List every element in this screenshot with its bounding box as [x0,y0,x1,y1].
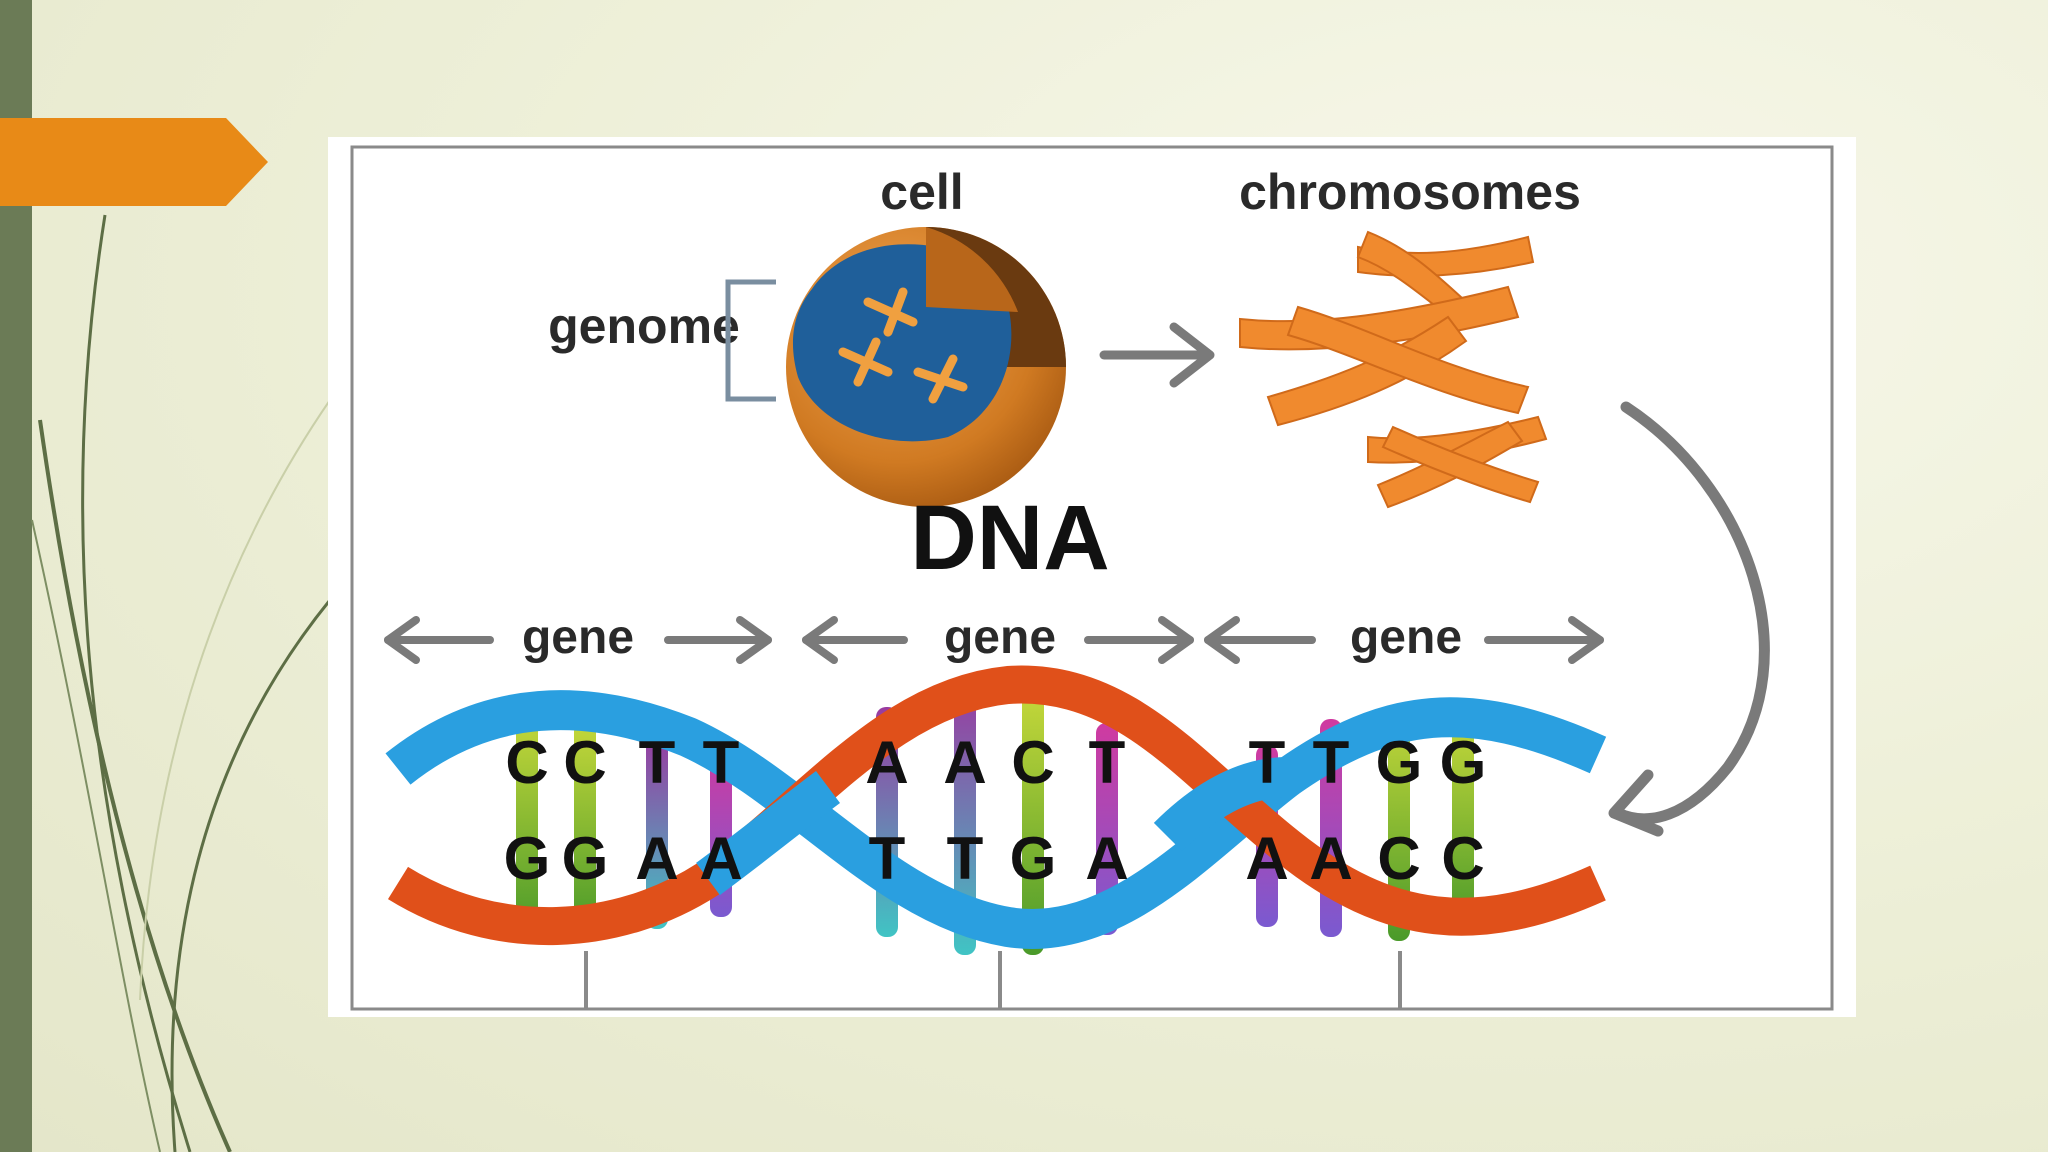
bottom-strand-bases: G G A A T T G A A A C C [504,825,1485,892]
gene-tick-marks [584,951,1402,1009]
base-bottom-9: A [1245,825,1288,892]
curved-arrow-to-dna-icon [1608,401,1770,837]
gene-label-2: gene [944,611,1056,664]
base-top-9: T [1249,729,1286,796]
dna-title: DNA [910,487,1109,589]
genome-bracket [725,279,776,402]
cell-label: cell [880,164,963,220]
gene-label-3: gene [1350,611,1462,664]
base-top-12: G [1440,729,1487,796]
base-bottom-3: A [635,825,678,892]
base-bottom-6: T [947,825,984,892]
base-top-8: T [1089,729,1126,796]
base-bottom-1: G [504,825,551,892]
base-top-7: C [1011,729,1054,796]
chromosomes-illustration [1239,230,1548,509]
decorative-curves [31,214,332,1152]
base-bottom-10: A [1309,825,1352,892]
base-bottom-12: C [1441,825,1484,892]
base-bottom-11: C [1377,825,1420,892]
base-bottom-2: G [562,825,609,892]
dna-diagram: cell chromosomes genome [328,137,1856,1017]
base-top-3: T [639,729,676,796]
base-top-10: T [1313,729,1350,796]
chromosomes-label: chromosomes [1239,164,1581,220]
base-bottom-7: G [1010,825,1057,892]
base-top-1: C [505,729,548,796]
cell-illustration [786,227,1066,507]
base-top-2: C [563,729,606,796]
base-bottom-4: A [699,825,742,892]
base-top-6: A [943,729,986,796]
gene-arrows [384,616,1604,664]
dna-double-helix [385,665,1607,949]
accent-arrow-shape [0,118,268,206]
genome-label: genome [548,298,740,354]
gene-label-1: gene [522,611,634,664]
base-top-4: T [703,729,740,796]
top-strand-bases: C C T T A A C T T T G G [505,729,1486,796]
arrow-to-chromosomes-icon [1099,322,1215,388]
base-top-11: G [1376,729,1423,796]
base-bottom-8: A [1085,825,1128,892]
base-bottom-5: T [869,825,906,892]
base-top-5: A [865,729,908,796]
diagram-border [350,145,1834,1011]
